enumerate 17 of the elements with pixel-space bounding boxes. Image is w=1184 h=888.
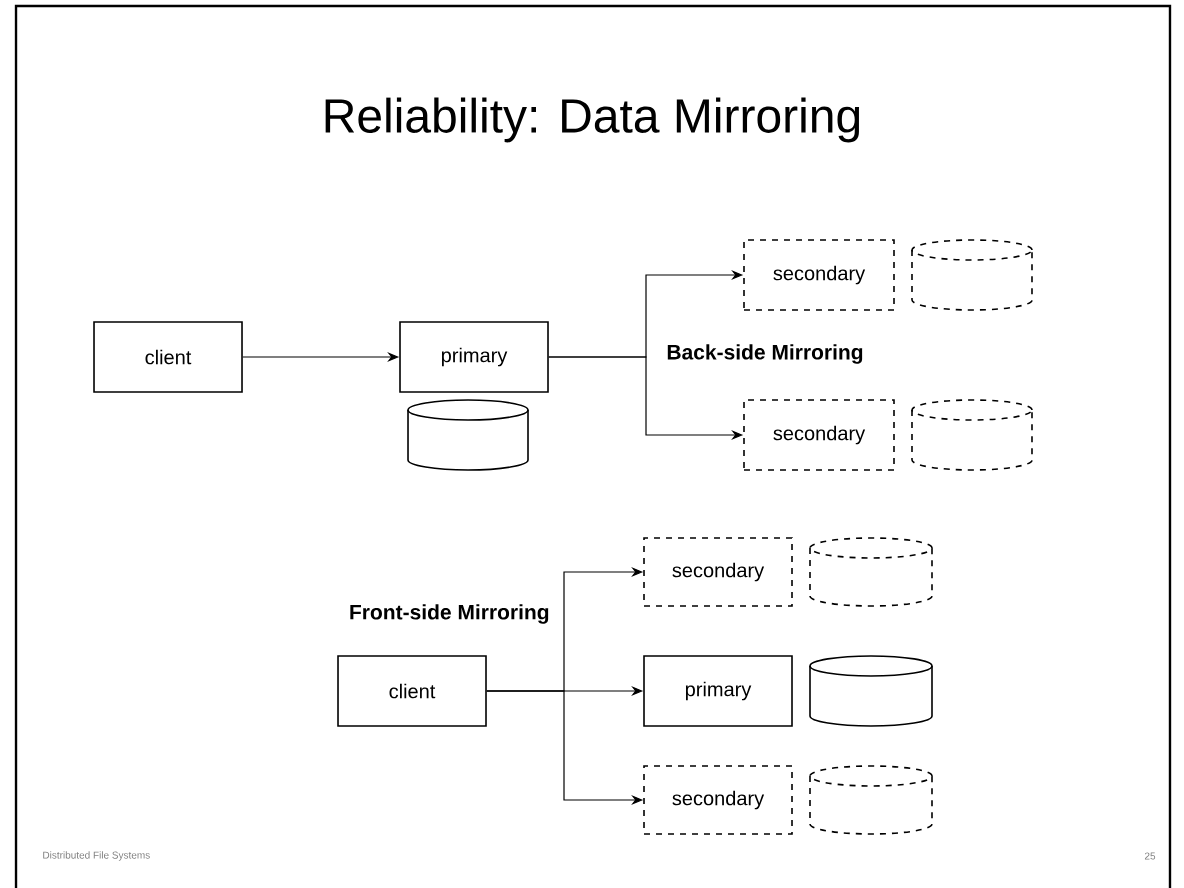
storage-cylinder bbox=[911, 399, 1033, 471]
section-heading: Back-side Mirroring bbox=[667, 344, 863, 364]
process-box: secondary bbox=[643, 765, 793, 835]
process-box: primary bbox=[399, 321, 549, 393]
process-box: secondary bbox=[643, 537, 793, 607]
storage-cylinder bbox=[809, 765, 933, 835]
storage-cylinder bbox=[407, 399, 529, 471]
storage-cylinder bbox=[809, 655, 933, 727]
storage-cylinder bbox=[809, 537, 933, 607]
process-box: client bbox=[93, 321, 243, 393]
section-heading: Front-side Mirroring bbox=[350, 604, 549, 624]
process-box: client bbox=[337, 655, 487, 727]
process-box: primary bbox=[643, 655, 793, 727]
process-box: secondary bbox=[743, 399, 895, 471]
title: Reliability: Data Mirroring bbox=[325, 97, 860, 143]
process-box: secondary bbox=[743, 239, 895, 311]
storage-cylinder bbox=[911, 239, 1033, 311]
